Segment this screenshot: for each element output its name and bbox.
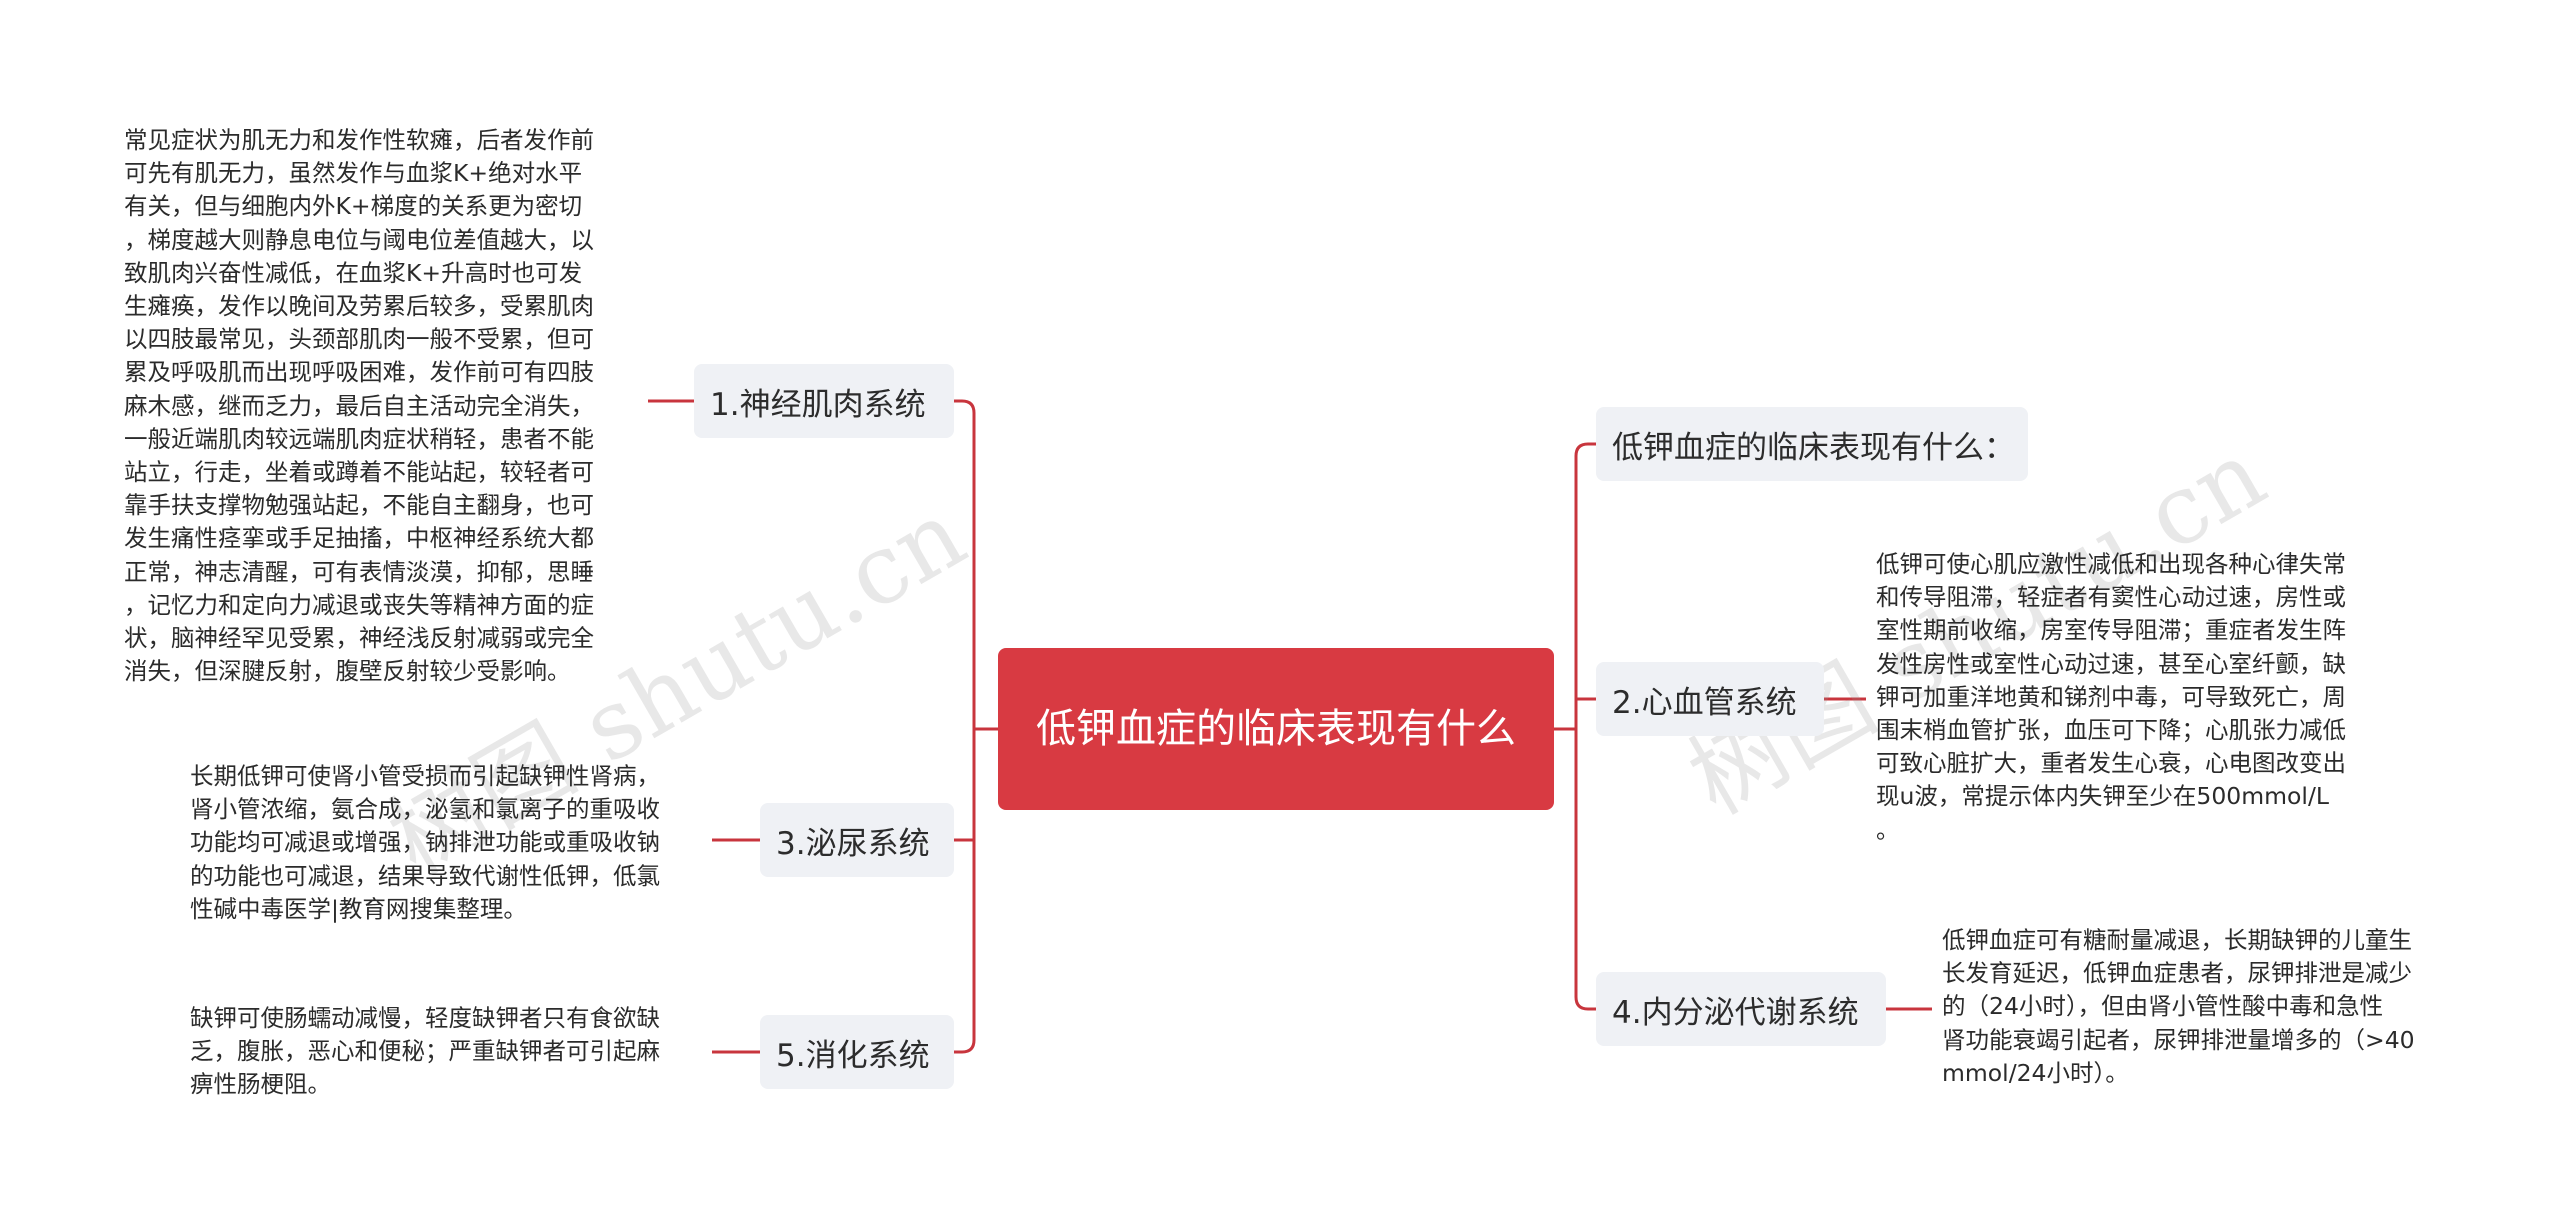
note-line: 常见症状为肌无力和发作性软瘫，后者发作前 xyxy=(124,126,594,154)
note-line: 乏，腹胀，恶心和便秘；严重缺钾者可引起麻 xyxy=(190,1037,660,1066)
note-line: 正常，神志清醒，可有表情淡漠，抑郁，思睡 xyxy=(124,557,594,586)
note-line: 可致心脏扩大，重者发生心衰，心电图改变出 xyxy=(1876,749,2346,778)
note-endocrine: 低钾血症可有糖耐量减退，长期缺钾的儿童生 长发育延迟，低钾血症患者，尿钾排泄是减… xyxy=(1942,924,2482,1090)
note-line: 累及呼吸肌而出现呼吸困难，发作前可有四肢 xyxy=(124,358,594,387)
note-line: 和传导阻滞，轻症者有窦性心动过速，房性或 xyxy=(1876,583,2346,612)
note-line: 痹性肠梗阻。 xyxy=(190,1070,331,1099)
note-line: 发性房性或室性心动过速，甚至心室纤颤，缺 xyxy=(1876,649,2346,678)
branch-label: 4.内分泌代谢系统 xyxy=(1612,994,1859,1031)
note-line: 功能均可减退或增强，钠排泄功能或重吸收钠 xyxy=(190,828,660,857)
note-line: mmol/24小时）。 xyxy=(1942,1058,2129,1087)
note-line: 有关，但与细胞内外K+梯度的关系更为密切 xyxy=(124,192,583,221)
note-digestive: 缺钾可使肠蠕动减慢，轻度缺钾者只有食欲缺 乏，腹胀，恶心和便秘；严重缺钾者可引起… xyxy=(190,1002,710,1102)
note-line: 以四肢最常见，头颈部肌肉一般不受累，但可 xyxy=(124,325,594,354)
note-line: 低钾血症可有糖耐量减退，长期缺钾的儿童生 xyxy=(1942,926,2412,954)
connector-right-4 xyxy=(1574,996,1596,1011)
note-line: 状，脑神经罕见受累，神经浅反射减弱或完全 xyxy=(124,624,594,653)
note-line: 的（24小时），但由肾小管性酸中毒和急性 xyxy=(1942,992,2384,1021)
note-line: 靠手扶支撑物勉强站起，不能自主翻身，也可 xyxy=(124,491,594,520)
note-neuromuscular: 常见症状为肌无力和发作性软瘫，后者发作前 可先有肌无力，虽然发作与血浆K+绝对水… xyxy=(124,124,644,688)
branch-digestive[interactable]: 5.消化系统 xyxy=(760,1015,954,1089)
note-urinary: 长期低钾可使肾小管受损而引起缺钾性肾病， 肾小管浓缩，氨合成，泌氢和氯离子的重吸… xyxy=(190,760,710,926)
note-line: 缺钾可使肠蠕动减慢，轻度缺钾者只有食欲缺 xyxy=(190,1004,660,1032)
note-line: 围末梢血管扩张，血压可下降；心肌张力减低 xyxy=(1876,716,2346,745)
note-line: 肾小管浓缩，氨合成，泌氢和氯离子的重吸收 xyxy=(190,795,660,824)
branch-neuromuscular[interactable]: 1.神经肌肉系统 xyxy=(694,364,954,438)
connector-left-1 xyxy=(954,399,976,414)
note-line: 钾可加重洋地黄和锑剂中毒，可导致死亡，周 xyxy=(1876,682,2346,711)
connector-left-5 xyxy=(954,1039,976,1054)
note-line: 长期低钾可使肾小管受损而引起缺钾性肾病， xyxy=(190,762,660,790)
root-topic-label: 低钾血症的临床表现有什么 xyxy=(1036,706,1516,752)
root-topic[interactable]: 低钾血症的临床表现有什么 xyxy=(998,648,1554,810)
note-line: 生瘫痪，发作以晚间及劳累后较多，受累肌肉 xyxy=(124,292,594,321)
branch-label: 低钾血症的临床表现有什么： xyxy=(1612,429,2015,466)
note-line: 麻木感，继而乏力，最后自主活动完全消失， xyxy=(124,391,594,420)
branch-cardiovascular[interactable]: 2.心血管系统 xyxy=(1596,662,1824,736)
branch-label: 1.神经肌肉系统 xyxy=(710,386,926,423)
note-line: 致肌肉兴奋性减低，在血浆K+升高时也可发 xyxy=(124,258,583,287)
note-line: 现u波，常提示体内失钾至少在500mmol/L xyxy=(1876,782,2329,811)
branch-title-question[interactable]: 低钾血症的临床表现有什么： xyxy=(1596,407,2028,481)
note-line: 站立，行走，坐着或蹲着不能站起，较轻者可 xyxy=(124,458,594,487)
branch-urinary[interactable]: 3.泌尿系统 xyxy=(760,803,954,877)
note-line: ，记忆力和定向力减退或丧失等精神方面的症 xyxy=(124,590,594,619)
connector-right-0 xyxy=(1574,442,1596,457)
note-line: 肾功能衰竭引起者，尿钾排泄量增多的（>40 xyxy=(1942,1025,2415,1054)
note-line: 的功能也可减退，结果导致代谢性低钾，低氯 xyxy=(190,861,660,890)
branch-endocrine[interactable]: 4.内分泌代谢系统 xyxy=(1596,972,1886,1046)
note-line: 消失，但深腱反射，腹壁反射较少受影响。 xyxy=(124,657,571,686)
note-cardiovascular: 低钾可使心肌应激性减低和出现各种心律失常 和传导阻滞，轻症者有窦性心动过速，房性… xyxy=(1876,548,2396,847)
branch-label: 2.心血管系统 xyxy=(1612,684,1797,721)
note-line: 发生痛性痉挛或手足抽搐，中枢神经系统大都 xyxy=(124,524,594,553)
branch-label: 5.消化系统 xyxy=(776,1037,930,1074)
note-line: 长发育延迟，低钾血症患者，尿钾排泄是减少 xyxy=(1942,959,2412,988)
note-line: 一般近端肌肉较远端肌肉症状稍轻，患者不能 xyxy=(124,424,594,453)
branch-label: 3.泌尿系统 xyxy=(776,825,930,862)
note-line: 室性期前收缩，房室传导阻滞；重症者发生阵 xyxy=(1876,616,2346,645)
note-line: 。 xyxy=(1876,815,1900,844)
note-line: ，梯度越大则静息电位与阈电位差值越大，以 xyxy=(124,225,594,254)
note-line: 低钾可使心肌应激性减低和出现各种心律失常 xyxy=(1876,550,2346,578)
note-line: 可先有肌无力，虽然发作与血浆K+绝对水平 xyxy=(124,159,583,188)
note-line: 性碱中毒医学|教育网搜集整理。 xyxy=(190,894,527,923)
